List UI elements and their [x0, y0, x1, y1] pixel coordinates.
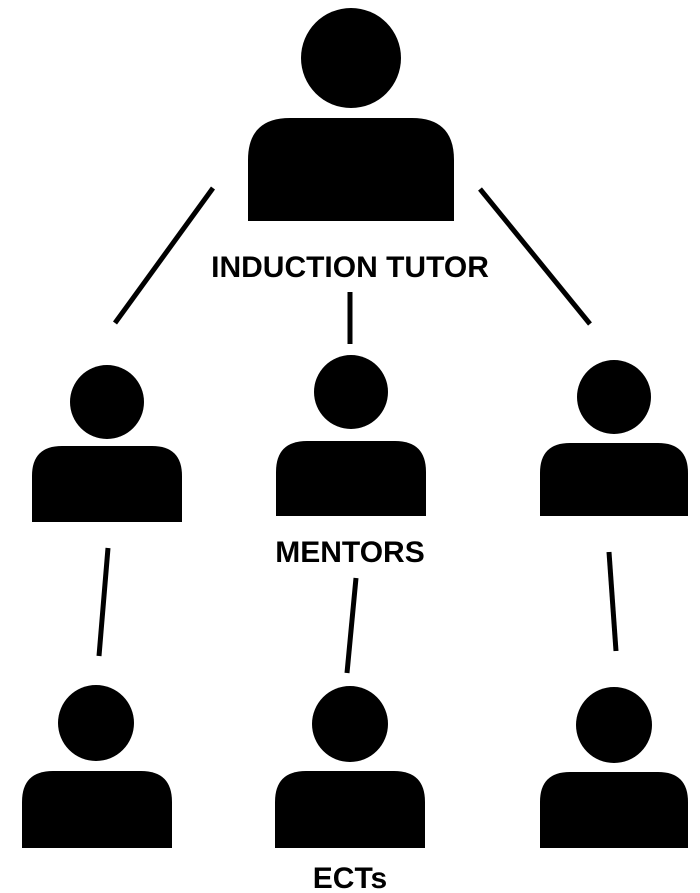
connector-mentor-left-to-ect-left: [96, 547, 111, 657]
mentor-left-person-icon: [32, 365, 182, 522]
ect-center-person-icon: [275, 686, 425, 848]
mentor-center-person-icon: [276, 355, 426, 516]
connector-mentor-center-to-ect-center: [344, 577, 359, 674]
induction-tutor-person-icon: [248, 8, 454, 221]
ect-right-person-icon: [540, 687, 688, 848]
connector-mentor-right-to-ect-right: [606, 551, 619, 652]
induction-tutor-label: INDUCTION TUTOR: [211, 251, 489, 284]
connector-tutor-to-mentor-right: [478, 187, 592, 326]
ect-left-person-icon: [22, 685, 172, 848]
mentors-label: MENTORS: [275, 536, 424, 569]
ects-label: ECTs: [313, 862, 387, 893]
connector-tutor-to-mentor-left: [112, 186, 216, 325]
mentor-right-person-icon: [540, 360, 688, 516]
